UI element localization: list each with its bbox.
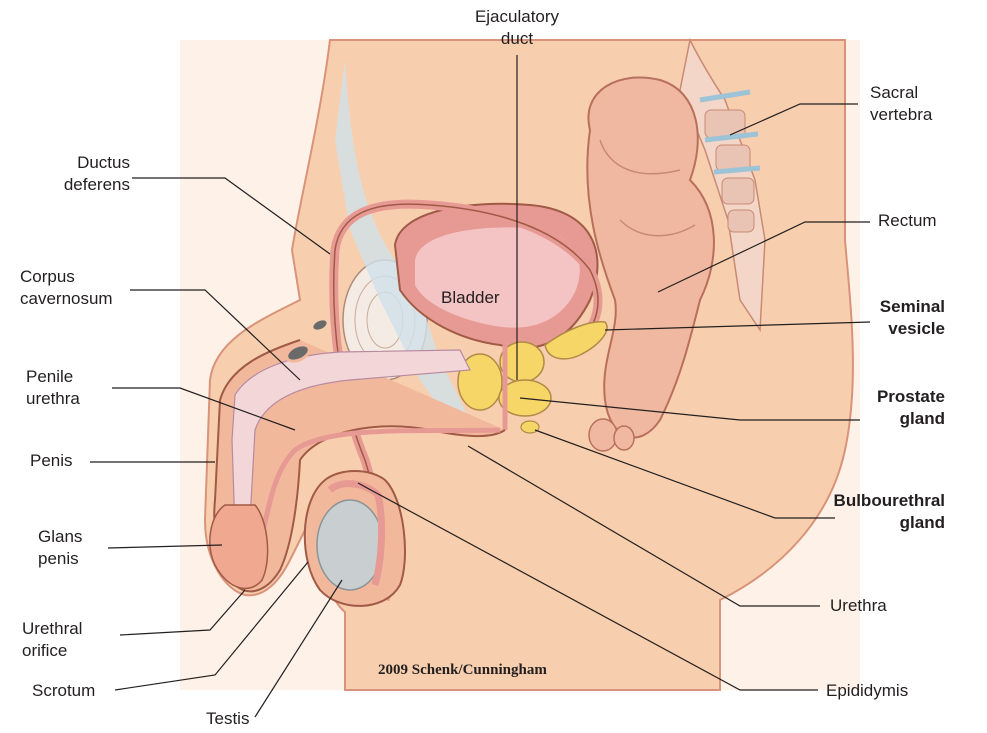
label-glans-penis: Glans penis xyxy=(38,526,82,570)
label-bladder: Bladder xyxy=(441,288,500,308)
label-sacral-vertebra: Sacral vertebra xyxy=(870,82,932,126)
label-corpus-cavernosum: Corpus cavernosum xyxy=(20,266,113,310)
bulbourethral-gland-shape xyxy=(521,421,539,433)
credit-text: 2009 Schenk/Cunningham xyxy=(378,662,547,679)
label-epididymis: Epididymis xyxy=(826,680,908,702)
label-ductus-deferens: Ductus deferens xyxy=(20,152,130,196)
label-scrotum: Scrotum xyxy=(32,680,95,702)
label-prostate-gland: Prostate gland xyxy=(845,386,945,430)
label-ejaculatory-duct: Ejaculatory duct xyxy=(456,6,578,50)
label-bulbourethral-gland: Bulbourethral gland xyxy=(825,490,945,534)
label-penis: Penis xyxy=(30,450,73,472)
label-urethral-orifice: Urethral orifice xyxy=(22,618,82,662)
label-rectum: Rectum xyxy=(878,210,937,232)
label-penile-urethra: Penile urethra xyxy=(26,366,80,410)
label-seminal-vesicle: Seminal vesicle xyxy=(855,296,945,340)
label-urethra: Urethra xyxy=(830,595,887,617)
label-testis: Testis xyxy=(206,708,249,730)
